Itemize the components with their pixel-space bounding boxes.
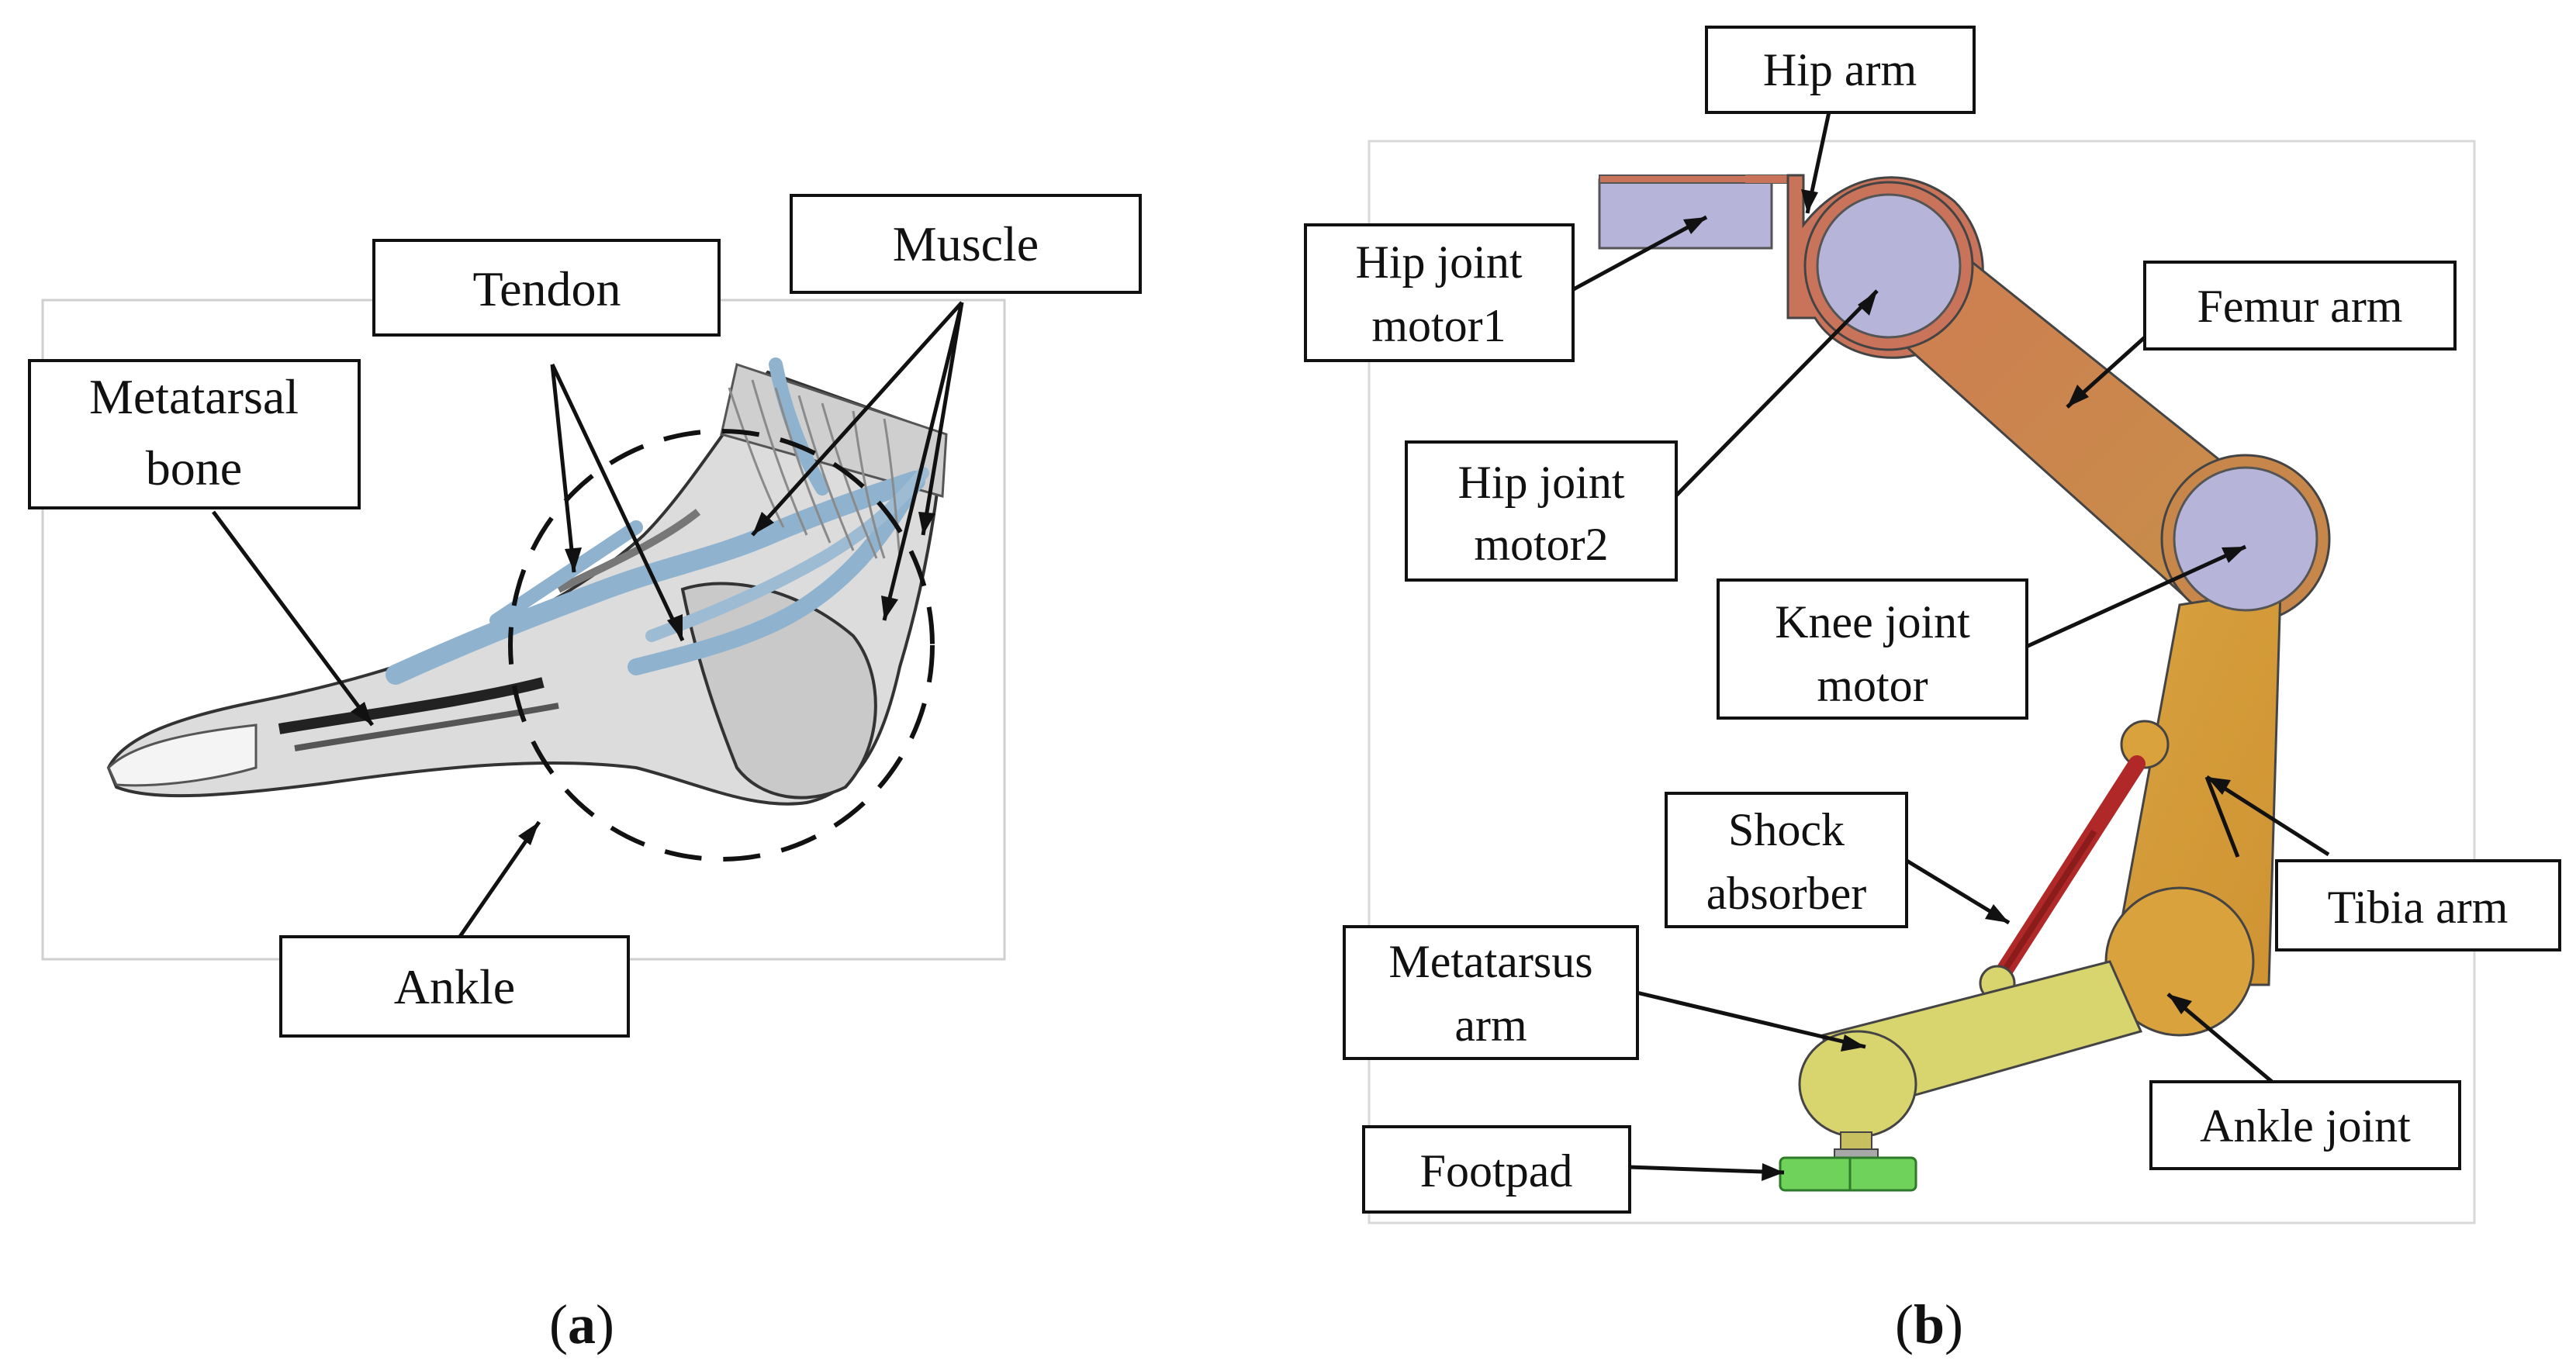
knee-joint-motor-label-line1: Knee joint [1775,596,1970,648]
label-tendon: Tendon [372,239,721,337]
hip-joint-motor2-disk [1816,193,1962,339]
hip-joint-motor2-label-line1: Hip joint [1457,457,1624,508]
hip-arm-label: Hip arm [1763,44,1917,95]
label-ankle: Ankle [279,935,630,1038]
tendon-band-2 [628,472,924,675]
tibia-arm-label: Tibia arm [2328,882,2509,933]
ankle-joint-label: Ankle joint [2200,1100,2411,1152]
hip-joint-motor1-label-line1: Hip joint [1355,237,1522,288]
label-ankle-joint: Ankle joint [2149,1080,2461,1170]
muscle-label: Muscle [893,216,1039,271]
label-knee-joint-motor: Knee joint motor [1717,578,2028,720]
metatarsus-arm-label-line1: Metatarsus [1388,936,1592,987]
hip-joint-motor2-label-line2: motor2 [1474,519,1608,570]
label-shock-absorber: Shock absorber [1665,792,1908,928]
label-metatarsus-arm: Metatarsus arm [1343,925,1639,1060]
panel-b-arrows [1569,104,2330,1181]
knee-joint-motor-label-line2: motor [1817,660,1928,711]
label-hip-joint-motor1: Hip joint motor1 [1304,223,1575,362]
label-hip-arm: Hip arm [1705,26,1976,114]
tendon-band-5 [489,520,643,627]
label-tibia-arm: Tibia arm [2275,859,2561,951]
label-metatarsal-bone: Metatarsal bone [28,359,361,509]
tendon-band-3 [645,467,929,642]
hip-joint-motor1-block [1598,178,1773,250]
label-hip-joint-motor2: Hip joint motor2 [1405,440,1678,582]
label-femur-arm: Femur arm [2143,261,2457,351]
femur-arm-label: Femur arm [2197,281,2403,332]
tendon-band-1 [386,471,925,685]
shock-absorber-label-line1: Shock [1728,804,1845,855]
ankle-label: Ankle [394,959,515,1014]
metatarsal-label-line2: bone [146,440,242,496]
ankle-dashed-circle [508,429,935,862]
tendon-band-4 [769,357,829,496]
caption-a: (a) [549,1293,614,1355]
metatarsal-label-line1: Metatarsal [89,369,299,424]
foot-illustration [106,357,948,806]
panel-a: Metatarsal bone Tendon Muscle Ankle (a) [28,194,1142,1355]
caption-a-letter: a [568,1293,596,1355]
label-muscle: Muscle [790,194,1142,294]
panel-a-arrows [211,301,964,941]
hip-joint-motor1-label-line2: motor1 [1371,300,1506,351]
label-footpad: Footpad [1362,1125,1631,1214]
shock-absorber-label-line2: absorber [1706,868,1867,919]
panel-b: Hip arm Hip joint motor1 Femur arm Hip j… [1304,26,2561,1355]
footpad-shape [1779,1156,1917,1192]
caption-b: (b) [1895,1293,1963,1355]
footpad-label: Footpad [1420,1145,1573,1197]
caption-b-letter: b [1914,1293,1945,1355]
knee-joint-motor-disk [2173,466,2318,612]
metatarsus-arm-label-line2: arm [1454,1000,1527,1051]
tendon-label: Tendon [472,261,621,316]
